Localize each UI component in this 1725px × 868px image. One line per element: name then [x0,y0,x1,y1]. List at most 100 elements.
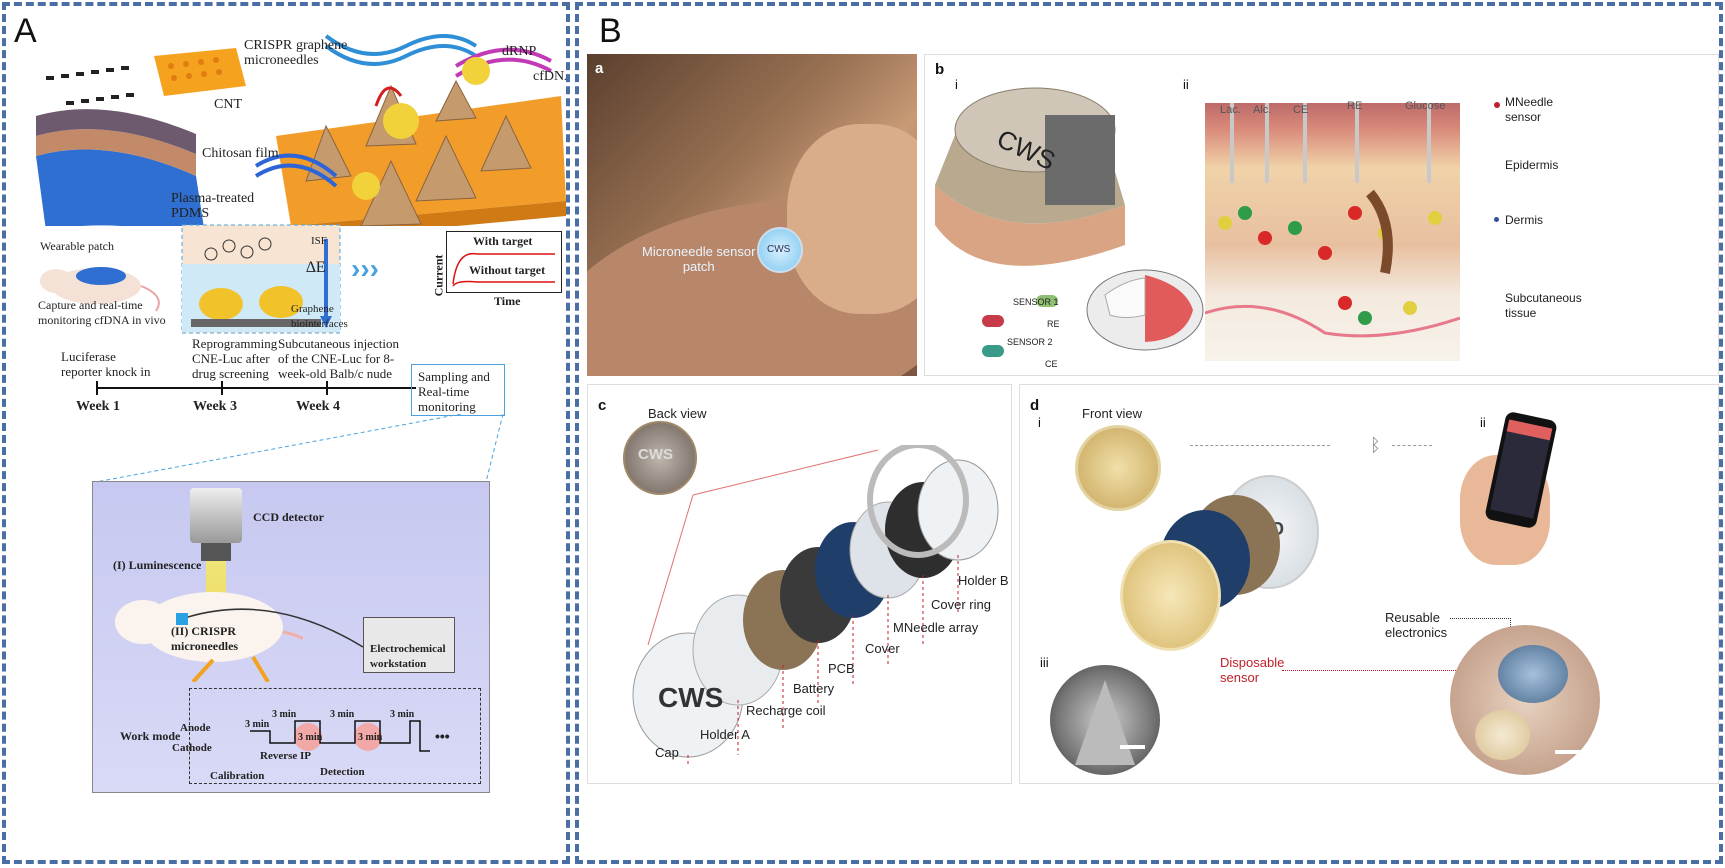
biointerface-inset [181,224,341,334]
ccd-lens [201,543,231,561]
wearable-patch-label: Wearable patch [40,239,114,253]
sub-d-i: i [1038,415,1041,430]
sub-d-iii: iii [1040,655,1049,670]
cable [187,608,364,648]
sampling-box: Sampling and Real-time monitoring [411,364,505,416]
subcutaneous-label: Subcutaneous tissue [1505,291,1582,320]
sensor1-label: SENSOR 1 [1013,297,1059,307]
back-view-label: Back view [648,406,707,421]
crispr-microneedles-label: CRISPR microneedles [244,38,319,68]
col-lac: Lac. [1220,104,1241,116]
graphene-label: graphene [296,38,348,53]
disposable-module [1475,710,1530,760]
dermis-marker [1494,217,1499,222]
ccd-label: CCD detector [253,510,324,524]
capture-label: Capture and real-time monitoring cfDNA i… [38,298,166,327]
part-holder-a: Holder A [700,727,750,742]
waveform [250,720,430,752]
disposable-label: Disposable sensor [1220,655,1285,685]
part-pcb: PCB [828,661,855,676]
reverse-ip-label: Reverse IP [260,750,312,762]
chip-sensor1 [1036,295,1058,307]
panel-a-letter: A [14,12,37,50]
sub-c-letter: c [598,397,607,414]
workstation-box: Electrochemical workstation [363,617,455,673]
photo-scale-bar [1555,750,1585,754]
sensor2-label: SENSOR 2 [1007,337,1053,347]
week-1-label: Week 1 [76,399,120,414]
work-mode-label: Work mode [120,729,181,743]
sem-image [1050,665,1160,775]
workstation-label: Electrochemical workstation [370,643,446,670]
timeline-event-1: Luciferase reporter knock in [61,349,151,379]
col-ce: CE [1293,104,1309,116]
chip-sensor2 [982,315,1004,327]
patch-label: Microneedle sensor patch [642,244,756,274]
sub-b: b i ii CWS SENSOR 1 RE SENSOR 2 CE [924,54,1719,376]
sub-b-letter: b [935,61,945,78]
part-cover-ring: Cover ring [931,597,991,612]
graphene-bio-label: Graphene biointerfaces [291,303,348,330]
chitosan-label: Chitosan film [202,146,279,161]
bluetooth-icon: ᛒ [1370,435,1381,455]
tick-week4 [326,381,328,395]
min-label-1: 3 min [245,719,270,730]
panel-a: A [2,2,570,864]
sem-needle [1075,680,1135,765]
chip-ce [982,345,1004,357]
phone-in-hand [1460,410,1570,565]
part-cover: Cover [865,641,900,656]
d-mneedle [1120,540,1221,651]
detection-label: Detection [320,766,365,778]
sensor-disc [1086,269,1204,351]
current-time-graph: With target Without target [446,231,562,293]
delta-e-label: ∆E [306,259,326,276]
device-cross-section: CWS [935,87,1125,266]
dermis-label: Dermis [1505,213,1543,227]
re-label: RE [1047,319,1060,329]
sub-a-photo: CWS a Microneedle sensor patch [587,54,917,376]
experiment-box: CCD detector (I) Luminescence (II) CRISP… [92,481,490,793]
part-recharge-coil: Recharge coil [746,703,826,718]
time-axis-label: Time [494,294,521,308]
sub-d-letter: d [1030,397,1040,414]
hand-shape [787,124,917,314]
link-arrow [1190,445,1330,446]
sensor-patch-device: CWS [757,227,803,273]
link-arrow-2 [1392,445,1432,446]
pdms-label: Plasma-treated PDMS [171,191,255,221]
sub-a-letter: a [595,60,604,77]
sub-d: d i Front view ii iii ᛒ CWS Disposable s… [1019,384,1719,784]
exploded-parts: CWS [632,445,999,765]
back-view-device: CWS [623,421,697,495]
microneedle-patch-marker [176,613,188,625]
zoom-guide-lines [95,414,504,483]
calibration-label: Calibration [210,770,265,782]
cathode-label: Cathode [172,742,212,754]
current-axis-label: Current [431,254,446,297]
cnt-label: CNT [214,97,242,112]
svg-text:CWS: CWS [658,682,723,713]
sub-b-i: i [955,77,958,92]
part-battery: Battery [793,681,835,696]
reusable-label: Reusable electronics [1385,610,1448,640]
isf-label: ISF [311,235,327,247]
anode-label: Anode [180,722,211,734]
timeline-event-2: Reprogramming CNE-Luc after drug screeni… [192,336,278,381]
min-label-4: 3 min [390,709,415,720]
timeline-event-3: Subcutaneous injection of the CNE-Luc fo… [278,336,399,381]
min-label-5: 3 min [298,732,323,743]
sampling-label: Sampling and Real-time monitoring [418,369,490,414]
chevron-arrows-icon: ››› [351,253,379,284]
part-holder-b-visible: Holder B [958,573,1009,588]
skin-block [1205,103,1460,361]
panel-b: B CWS a Microneedle sensor patch b i ii … [575,2,1723,864]
col-re: RE [1347,100,1363,112]
sub-b-ii: ii [1183,77,1189,92]
col-glucose: Glucose [1405,100,1446,112]
sub-d-ii: ii [1480,415,1486,430]
week-4-label: Week 4 [296,399,340,414]
part-cap: Cap [655,745,679,760]
front-view-device [1075,425,1161,511]
sem-scale-bar [1120,745,1145,749]
